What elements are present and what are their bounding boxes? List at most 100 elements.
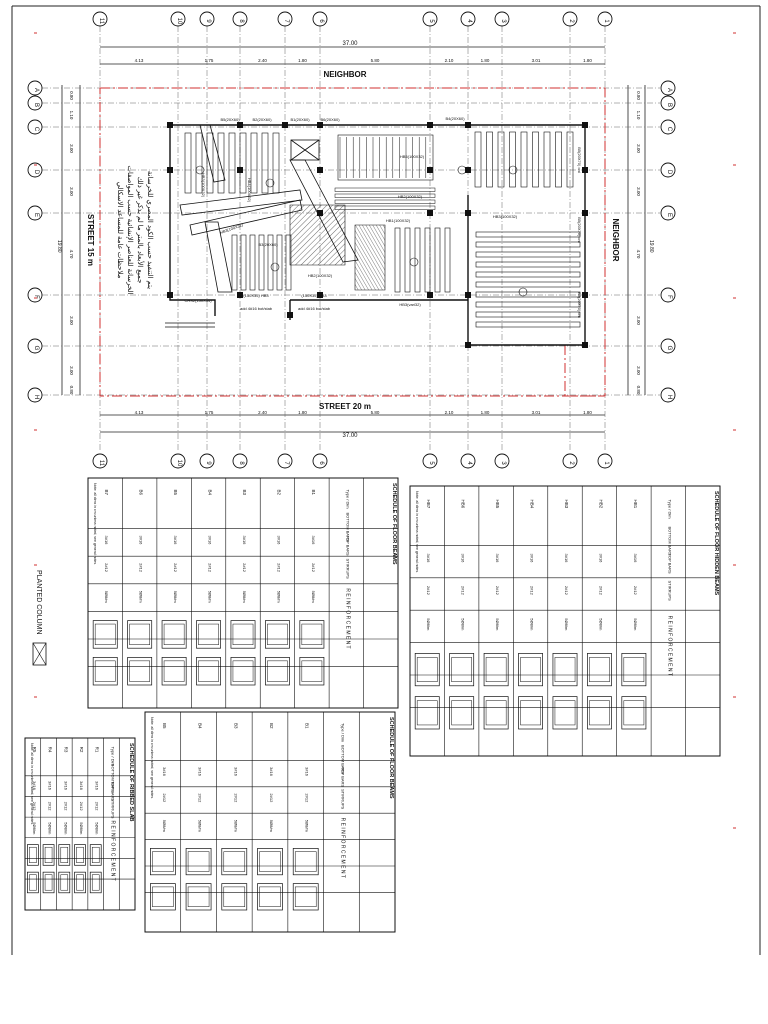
table-cell: 5Ø8/m <box>79 822 84 835</box>
dim-label-right: 1.10 <box>636 111 641 120</box>
beam-label: HB3(vari32) <box>399 302 421 307</box>
dim-label-bottom: 4.13 <box>135 410 144 415</box>
column <box>427 167 433 173</box>
grid-label-left: E <box>33 213 39 217</box>
grid-bubble-left <box>27 95 43 111</box>
beam-label: B3(20X60) <box>258 242 278 247</box>
grid-bubble-right <box>660 162 676 178</box>
diagonal-beams <box>179 124 359 293</box>
rib <box>475 311 581 318</box>
section-sketch <box>127 620 153 649</box>
table-title: SCHEDULE OF FLOOR BEAMS <box>391 483 397 565</box>
rib <box>444 227 451 293</box>
column <box>465 292 471 298</box>
section-stirrup <box>94 623 116 645</box>
ribbed-slab-center <box>334 187 451 293</box>
rib <box>258 234 265 291</box>
section-stirrup <box>451 657 472 683</box>
table-cell: 2#12 <box>79 802 84 812</box>
grid-label-top: 3 <box>500 19 506 23</box>
dim-label-bottom: 1.80 <box>481 410 490 415</box>
grid-label-right: A <box>666 88 672 92</box>
table-header: STIRRUPS <box>667 581 672 602</box>
section-sketch <box>449 696 475 730</box>
column <box>465 122 471 128</box>
dim-label-left: 3.00 <box>69 366 74 375</box>
rib <box>267 234 274 291</box>
table-cell: 2#12 <box>198 793 203 803</box>
section-stirrup <box>520 657 541 683</box>
street-label-left: STREET 15 m <box>86 214 95 266</box>
beam-label: HB5(100X32) <box>400 154 425 159</box>
arabic-note-line: ملاحظات عامة للمساعد الاسكالي <box>116 182 124 279</box>
table-row-type: HB7 <box>426 500 431 509</box>
section-stirrup <box>163 623 185 645</box>
grid-bubble-left <box>27 205 43 221</box>
grid-label-bottom: 10 <box>176 460 182 467</box>
table-cell: 3#16 <box>104 536 109 546</box>
section-stirrup <box>198 623 219 645</box>
table-cell: 2#12 <box>461 586 466 596</box>
column <box>317 210 323 216</box>
table-cell: 5Ø8/m <box>63 822 68 835</box>
table-cell: 3#16 <box>48 781 53 791</box>
side-total-left: 19.80 <box>56 240 62 253</box>
overall-dimension-top: 37.00 <box>342 41 358 47</box>
table-header: STIRRUPS <box>345 559 350 580</box>
table-header: BOTTOM BARS <box>340 745 345 774</box>
grid-bubble-bottom <box>460 453 476 469</box>
table-cell: 3#16 <box>269 767 274 777</box>
beam-label: B5(20X70) cnt <box>577 217 582 243</box>
table-cell: 5Ø8/m <box>564 618 569 631</box>
table-cell: 2#12 <box>242 563 247 573</box>
table-cell: 2#12 <box>276 563 281 573</box>
table-cell: 5Ø8/m <box>233 820 238 833</box>
grid-bubble-left <box>27 80 43 96</box>
table-row-type: R5 <box>32 747 37 753</box>
table-title: SCHEDULE OF RIBBED SLAB <box>128 743 134 822</box>
column <box>465 167 471 173</box>
dim-label-bottom: 3.01 <box>532 410 541 415</box>
dim-label-bottom: 5.80 <box>371 410 380 415</box>
dim-label-top: 1.80 <box>481 58 490 63</box>
dim-label-top: 5.80 <box>371 58 380 63</box>
grid-label-bottom: 3 <box>500 461 506 465</box>
table-row-type: R2 <box>79 747 84 753</box>
section-stirrup <box>94 660 116 682</box>
grid-bubble-top <box>494 11 510 27</box>
column <box>427 210 433 216</box>
section-stirrup <box>554 700 576 726</box>
section-stirrup <box>163 660 185 682</box>
section-sketch <box>483 696 509 730</box>
section-sketch <box>257 883 283 911</box>
grid-label-top: 2 <box>568 19 574 23</box>
section-sketch <box>89 844 102 866</box>
section-sketch <box>161 657 187 686</box>
section-sketch <box>127 657 153 686</box>
section-sketch <box>221 848 248 876</box>
beam-marks <box>195 165 528 297</box>
dim-label-top: 4.13 <box>135 58 144 63</box>
table-cell: 3#16 <box>173 536 178 546</box>
column <box>287 312 293 318</box>
section-sketch <box>414 653 440 687</box>
table-cell: 3#16 <box>305 767 310 777</box>
ribbed-slab-left <box>184 132 292 291</box>
section-sketch <box>74 871 86 894</box>
table-row-type: B3 <box>233 723 238 729</box>
rib <box>475 291 581 298</box>
planted-column-symbol <box>32 642 47 666</box>
rib <box>475 261 581 268</box>
beam-label: B6(20X60) <box>320 117 340 122</box>
rib <box>239 132 247 194</box>
beam-label: (150X35) HB3 <box>301 293 327 298</box>
rib <box>424 227 431 293</box>
dim-label-left: 4.70 <box>69 250 74 259</box>
column <box>582 122 588 128</box>
section-sketch <box>552 653 578 687</box>
table-row-type: HB2 <box>598 500 603 509</box>
beam-label: HB4(100X32) <box>247 178 252 203</box>
grid-bubble-right <box>660 119 676 135</box>
